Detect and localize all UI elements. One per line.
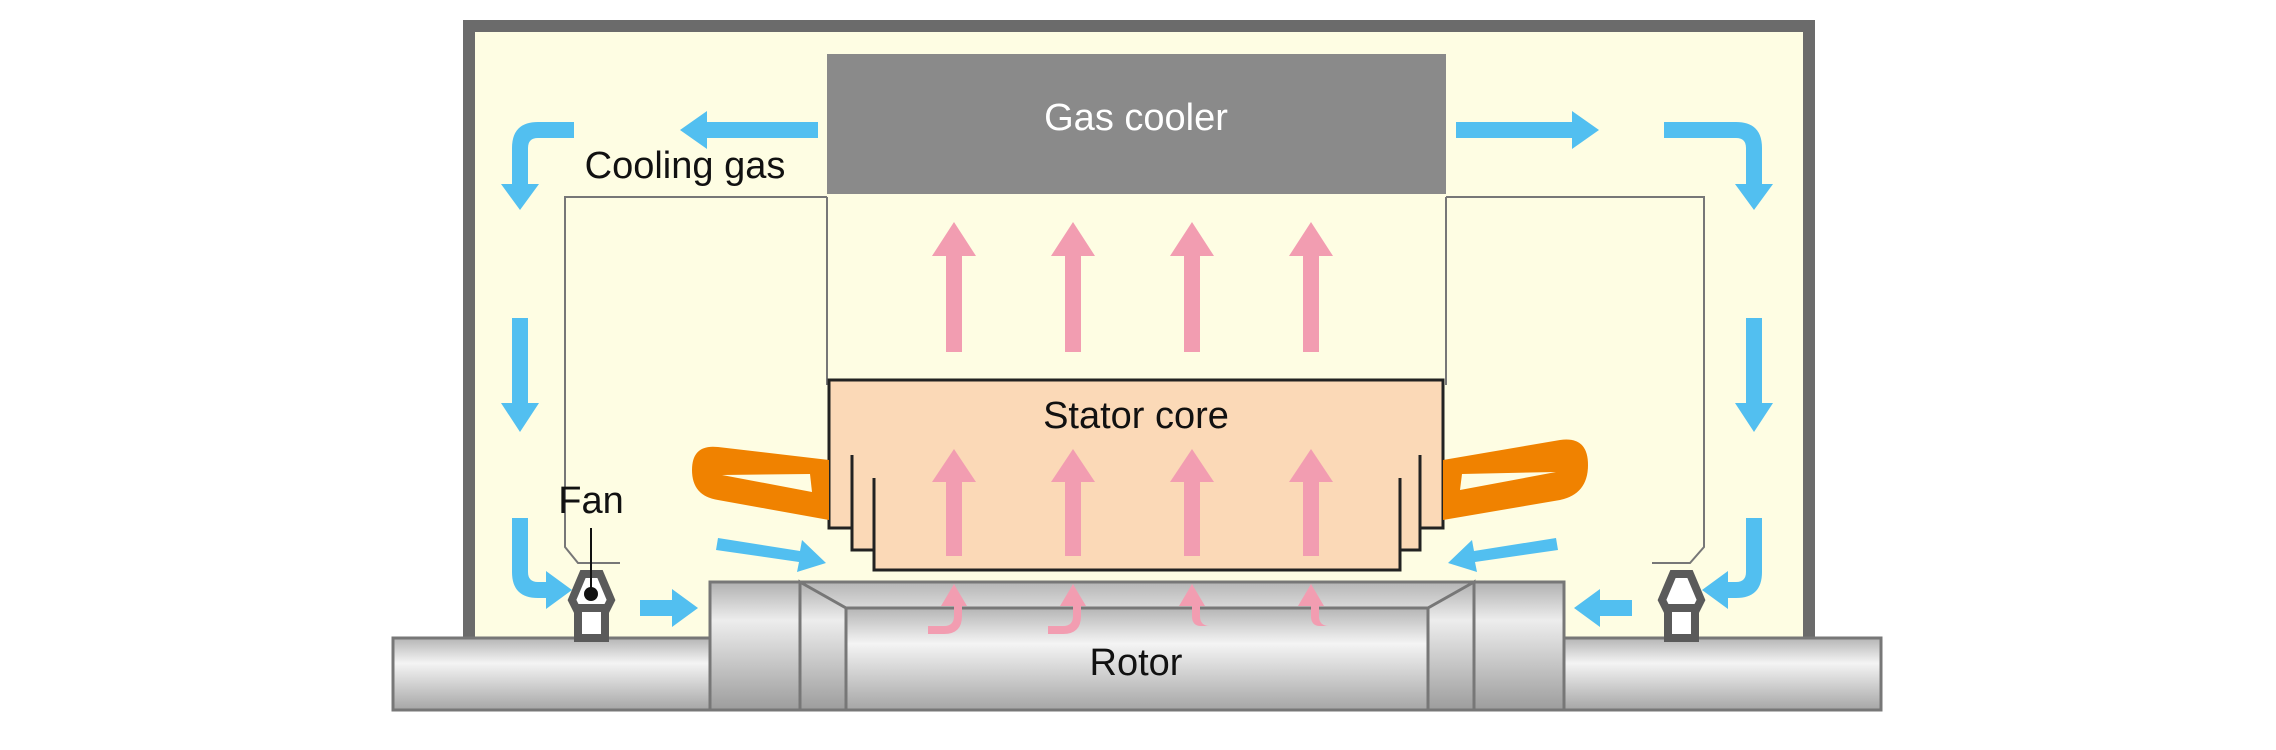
cooling-gas-label: Cooling gas bbox=[585, 145, 786, 187]
retaining-ring-left bbox=[708, 580, 802, 712]
cool-arrow-left-down bbox=[501, 318, 539, 432]
hot-arrow-upper-1 bbox=[932, 222, 976, 352]
rotor-main-body bbox=[844, 606, 1430, 712]
hot-arrow-lower-1 bbox=[932, 449, 976, 556]
hot-arrow-lower-4 bbox=[1289, 449, 1333, 556]
winding-end-left bbox=[692, 446, 829, 520]
hot-arrow-lower-3 bbox=[1170, 449, 1214, 556]
stator-core-label: Stator core bbox=[1043, 395, 1229, 437]
cool-arrow-gap-right bbox=[1448, 538, 1558, 572]
fan-right bbox=[1657, 570, 1706, 642]
cool-arrow-top-right bbox=[1456, 111, 1599, 149]
cool-arrow-corner-bottom-left bbox=[512, 518, 572, 609]
fan-leader-dot bbox=[584, 587, 598, 601]
hot-arrow-rotor-3 bbox=[1179, 584, 1216, 626]
cool-arrow-corner-top-left bbox=[501, 122, 574, 210]
hot-arrow-rotor-2 bbox=[1048, 584, 1086, 634]
guide-line-right bbox=[1446, 196, 1705, 564]
winding-end-right bbox=[1443, 439, 1588, 520]
cooling-gas-arrows bbox=[501, 111, 1773, 627]
cool-arrow-bottom-left bbox=[640, 589, 698, 627]
hot-arrow-upper-4 bbox=[1289, 222, 1333, 352]
cool-arrow-gap-left bbox=[716, 538, 826, 572]
gas-cooler-label: Gas cooler bbox=[1044, 97, 1228, 139]
cool-arrow-bottom-right bbox=[1574, 589, 1632, 627]
cool-arrow-top-left bbox=[680, 111, 818, 149]
winding-end-right-gap bbox=[1460, 472, 1556, 490]
cool-arrow-right-down bbox=[1735, 318, 1773, 432]
fan-left bbox=[567, 570, 616, 642]
cool-arrow-corner-top-right bbox=[1664, 122, 1773, 210]
winding-end-left-gap bbox=[722, 474, 812, 492]
rotor-label: Rotor bbox=[1090, 642, 1183, 684]
retaining-ring-right bbox=[1472, 580, 1566, 712]
gas-cooler bbox=[827, 54, 1446, 194]
cool-arrow-corner-bottom-right bbox=[1702, 518, 1762, 609]
hot-gas-arrows bbox=[928, 222, 1335, 634]
hot-arrow-upper-3 bbox=[1170, 222, 1214, 352]
hot-arrow-lower-2 bbox=[1051, 449, 1095, 556]
hot-arrow-rotor-4 bbox=[1298, 584, 1335, 626]
fan-label: Fan bbox=[558, 480, 623, 522]
hot-arrow-rotor-1 bbox=[928, 584, 967, 634]
hot-arrow-upper-2 bbox=[1051, 222, 1095, 352]
